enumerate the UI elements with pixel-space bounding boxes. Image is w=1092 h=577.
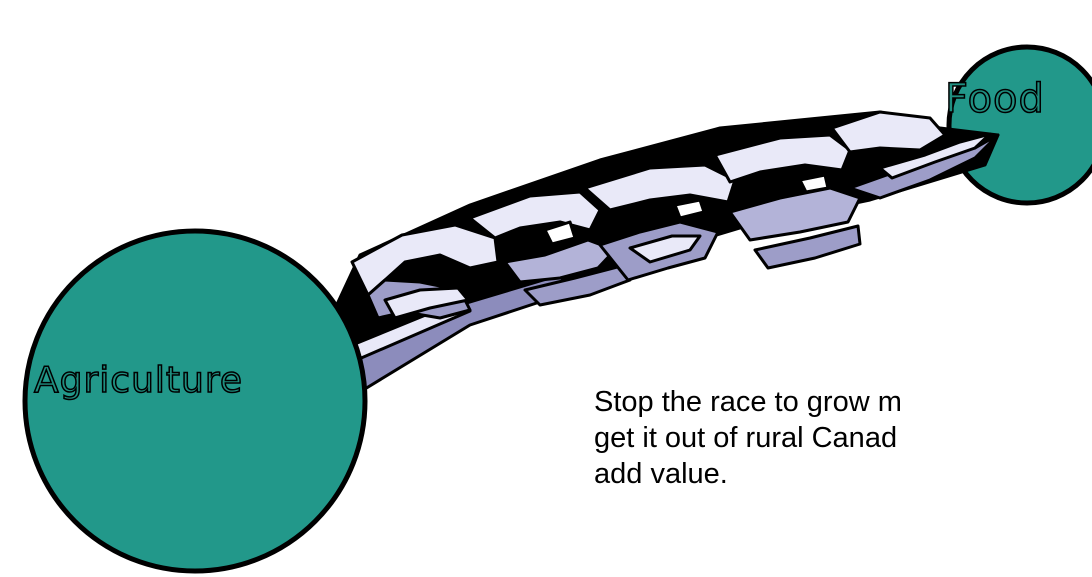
agriculture-circle	[25, 231, 365, 571]
slide-body-text: Stop the race to grow m get it out of ru…	[594, 384, 1092, 492]
food-label: Food	[945, 76, 1045, 122]
food-circle	[949, 47, 1092, 203]
agriculture-label: Agriculture	[34, 360, 243, 401]
chain-icon	[325, 112, 998, 395]
